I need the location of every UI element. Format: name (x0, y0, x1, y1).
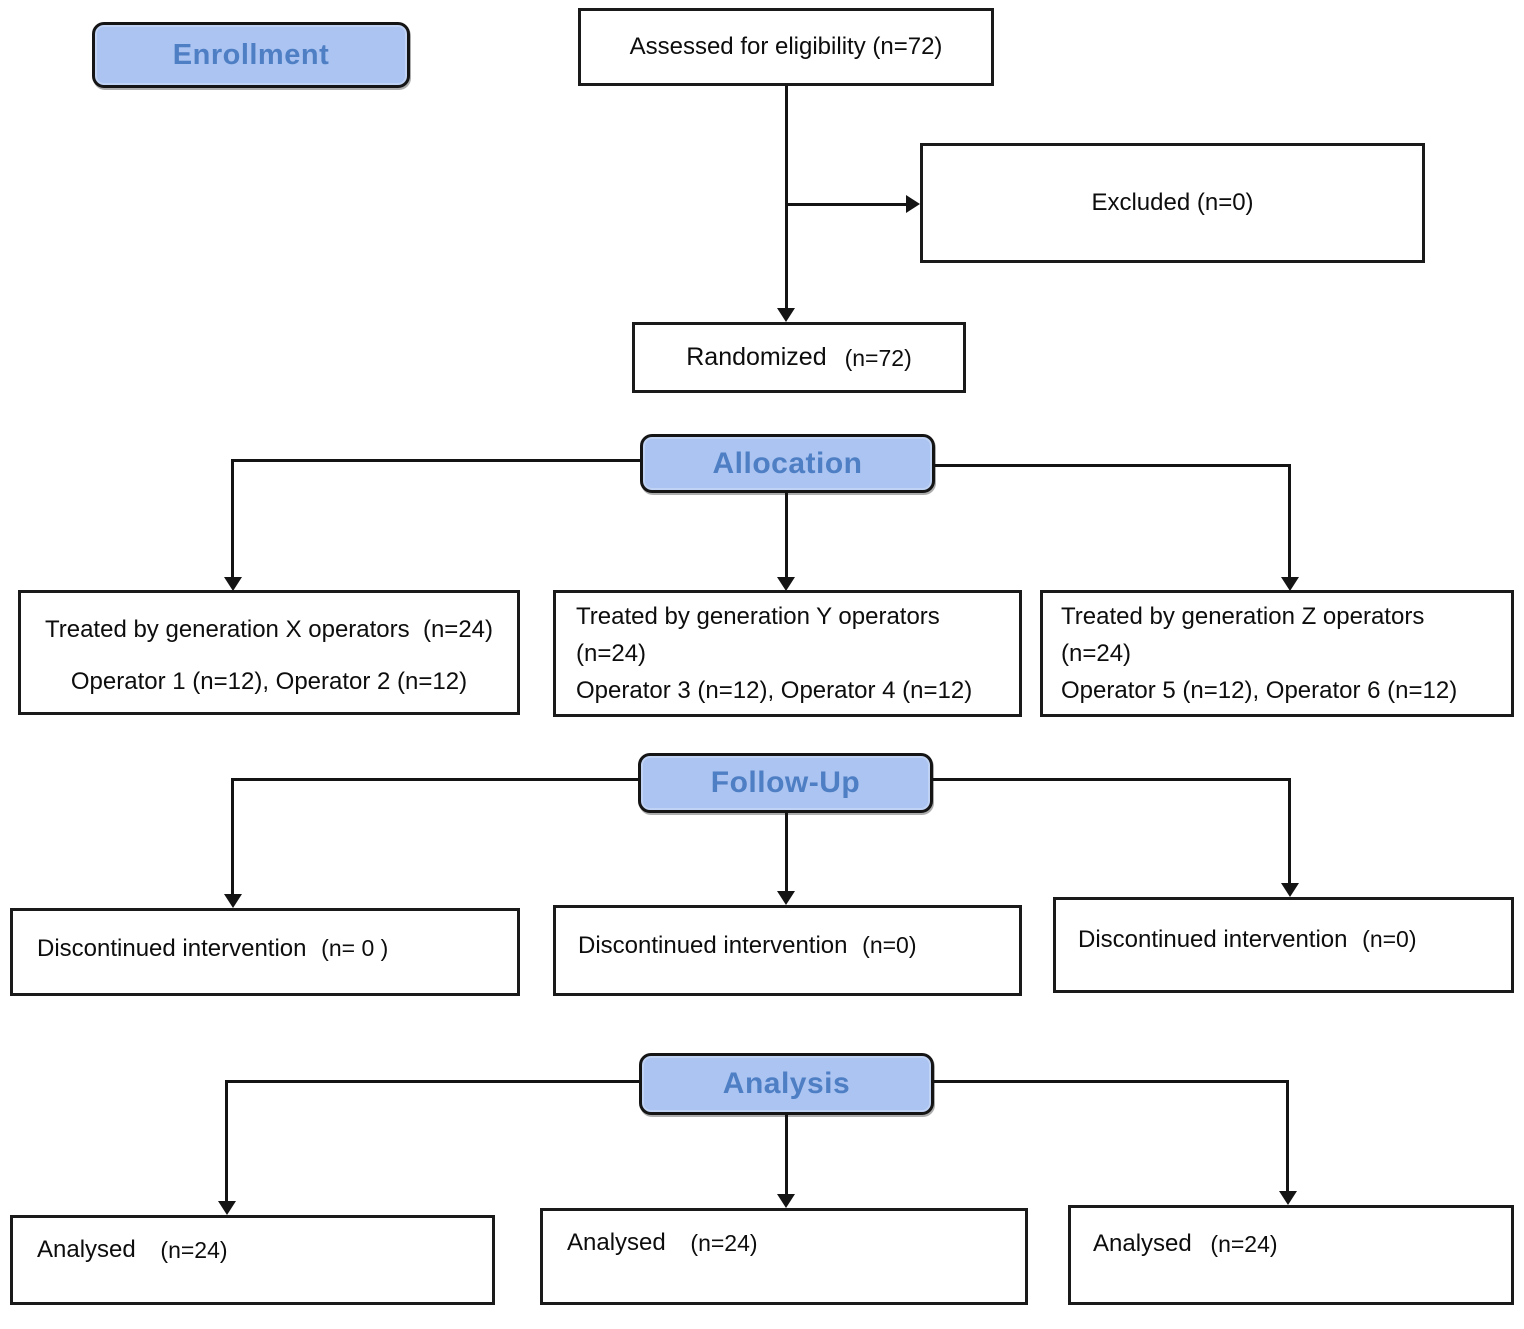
discontinued-2-text: Discontinued intervention (578, 932, 848, 959)
stage-enrollment-label: Enrollment (172, 38, 330, 71)
connector-excluded-line (786, 203, 906, 206)
box-allocation-geny: Treated by generation Y operators (n=24)… (553, 590, 1022, 717)
discontinued-3-text: Discontinued intervention (1078, 926, 1348, 953)
box-excluded: Excluded (n=0) (920, 143, 1425, 263)
genz-line1: Treated by generation Z operators (1061, 603, 1425, 630)
box-analysed-1: Analysed (n=24) (10, 1215, 495, 1305)
connector-allocation-left-h (231, 459, 640, 462)
analysed-1-text: Analysed (37, 1236, 136, 1263)
box-allocation-genx: Treated by generation X operators (n=24)… (18, 590, 520, 715)
stage-followup-label: Follow-Up (710, 766, 861, 799)
analysed-2-n: (n=24) (690, 1230, 758, 1256)
genx-line2: Operator 1 (n=12), Operator 2 (n=12) (70, 667, 468, 695)
assessed-text: Assessed for eligibility (n=72) (629, 33, 943, 60)
arrow-into-randomized-icon (777, 308, 795, 322)
box-allocation-genz: Treated by generation Z operators (n=24)… (1040, 590, 1514, 717)
connector-followup-center-v (785, 812, 788, 892)
analysed-3-n: (n=24) (1210, 1231, 1278, 1257)
stage-analysis: Analysis (639, 1053, 934, 1115)
arrow-into-analysed1-icon (218, 1201, 236, 1215)
connector-analysis-right-v (1286, 1080, 1289, 1192)
stage-followup: Follow-Up (638, 753, 933, 813)
arrow-into-analysed3-icon (1279, 1191, 1297, 1205)
connector-allocation-right-v (1288, 464, 1291, 579)
connector-analysis-left-h (225, 1080, 639, 1083)
geny-line3: Operator 3 (n=12), Operator 4 (n=12) (576, 677, 973, 704)
box-assessed-eligibility: Assessed for eligibility (n=72) (578, 8, 994, 86)
randomized-text: Randomized (686, 343, 827, 371)
geny-line2: (n=24) (576, 640, 647, 667)
arrow-into-analysed2-icon (777, 1194, 795, 1208)
arrow-into-excluded-icon (906, 195, 920, 213)
discontinued-1-text: Discontinued intervention (37, 935, 307, 962)
box-discontinued-2: Discontinued intervention (n=0) (553, 905, 1022, 996)
arrow-into-genz-icon (1281, 577, 1299, 591)
genz-line2: (n=24) (1061, 640, 1132, 667)
connector-followup-left-v (231, 778, 234, 895)
stage-allocation-label: Allocation (712, 446, 863, 480)
connector-allocation-left-v (231, 459, 234, 578)
box-discontinued-3: Discontinued intervention (n=0) (1053, 897, 1514, 993)
box-randomized: Randomized (n=72) (632, 322, 966, 393)
arrow-into-discontinued2-icon (777, 891, 795, 905)
genx-line1: Treated by generation X operators (n=24) (44, 615, 494, 643)
stage-enrollment: Enrollment (92, 22, 410, 88)
analysed-1-n: (n=24) (160, 1237, 228, 1263)
excluded-text: Excluded (n=0) (1091, 189, 1254, 216)
connector-followup-right-h (933, 778, 1291, 781)
connector-analysis-left-v (225, 1080, 228, 1202)
stage-allocation: Allocation (640, 434, 935, 493)
analysed-2-text: Analysed (567, 1229, 666, 1256)
connector-allocation-center-v (785, 491, 788, 579)
randomized-n: (n=72) (844, 345, 912, 371)
analysed-3-text: Analysed (1093, 1230, 1192, 1257)
discontinued-3-n: (n=0) (1362, 926, 1417, 952)
connector-followup-right-v (1288, 778, 1291, 884)
arrow-into-genx-icon (224, 577, 242, 591)
arrow-into-geny-icon (777, 577, 795, 591)
geny-line1: Treated by generation Y operators (576, 603, 940, 630)
discontinued-1-n: (n= 0 ) (321, 935, 389, 961)
box-analysed-3: Analysed (n=24) (1068, 1205, 1514, 1305)
stage-analysis-label: Analysis (722, 1067, 851, 1100)
connector-followup-left-h (231, 778, 638, 781)
connector-analysis-center-v (785, 1113, 788, 1195)
box-analysed-2: Analysed (n=24) (540, 1208, 1028, 1305)
connector-assessed-randomized-line (785, 86, 788, 310)
genz-line3: Operator 5 (n=12), Operator 6 (n=12) (1061, 677, 1458, 704)
arrow-into-discontinued3-icon (1281, 883, 1299, 897)
connector-allocation-right-h (935, 464, 1291, 467)
discontinued-2-n: (n=0) (862, 932, 917, 958)
arrow-into-discontinued1-icon (224, 894, 242, 908)
connector-analysis-right-h (934, 1080, 1289, 1083)
box-discontinued-1: Discontinued intervention (n= 0 ) (10, 908, 520, 996)
